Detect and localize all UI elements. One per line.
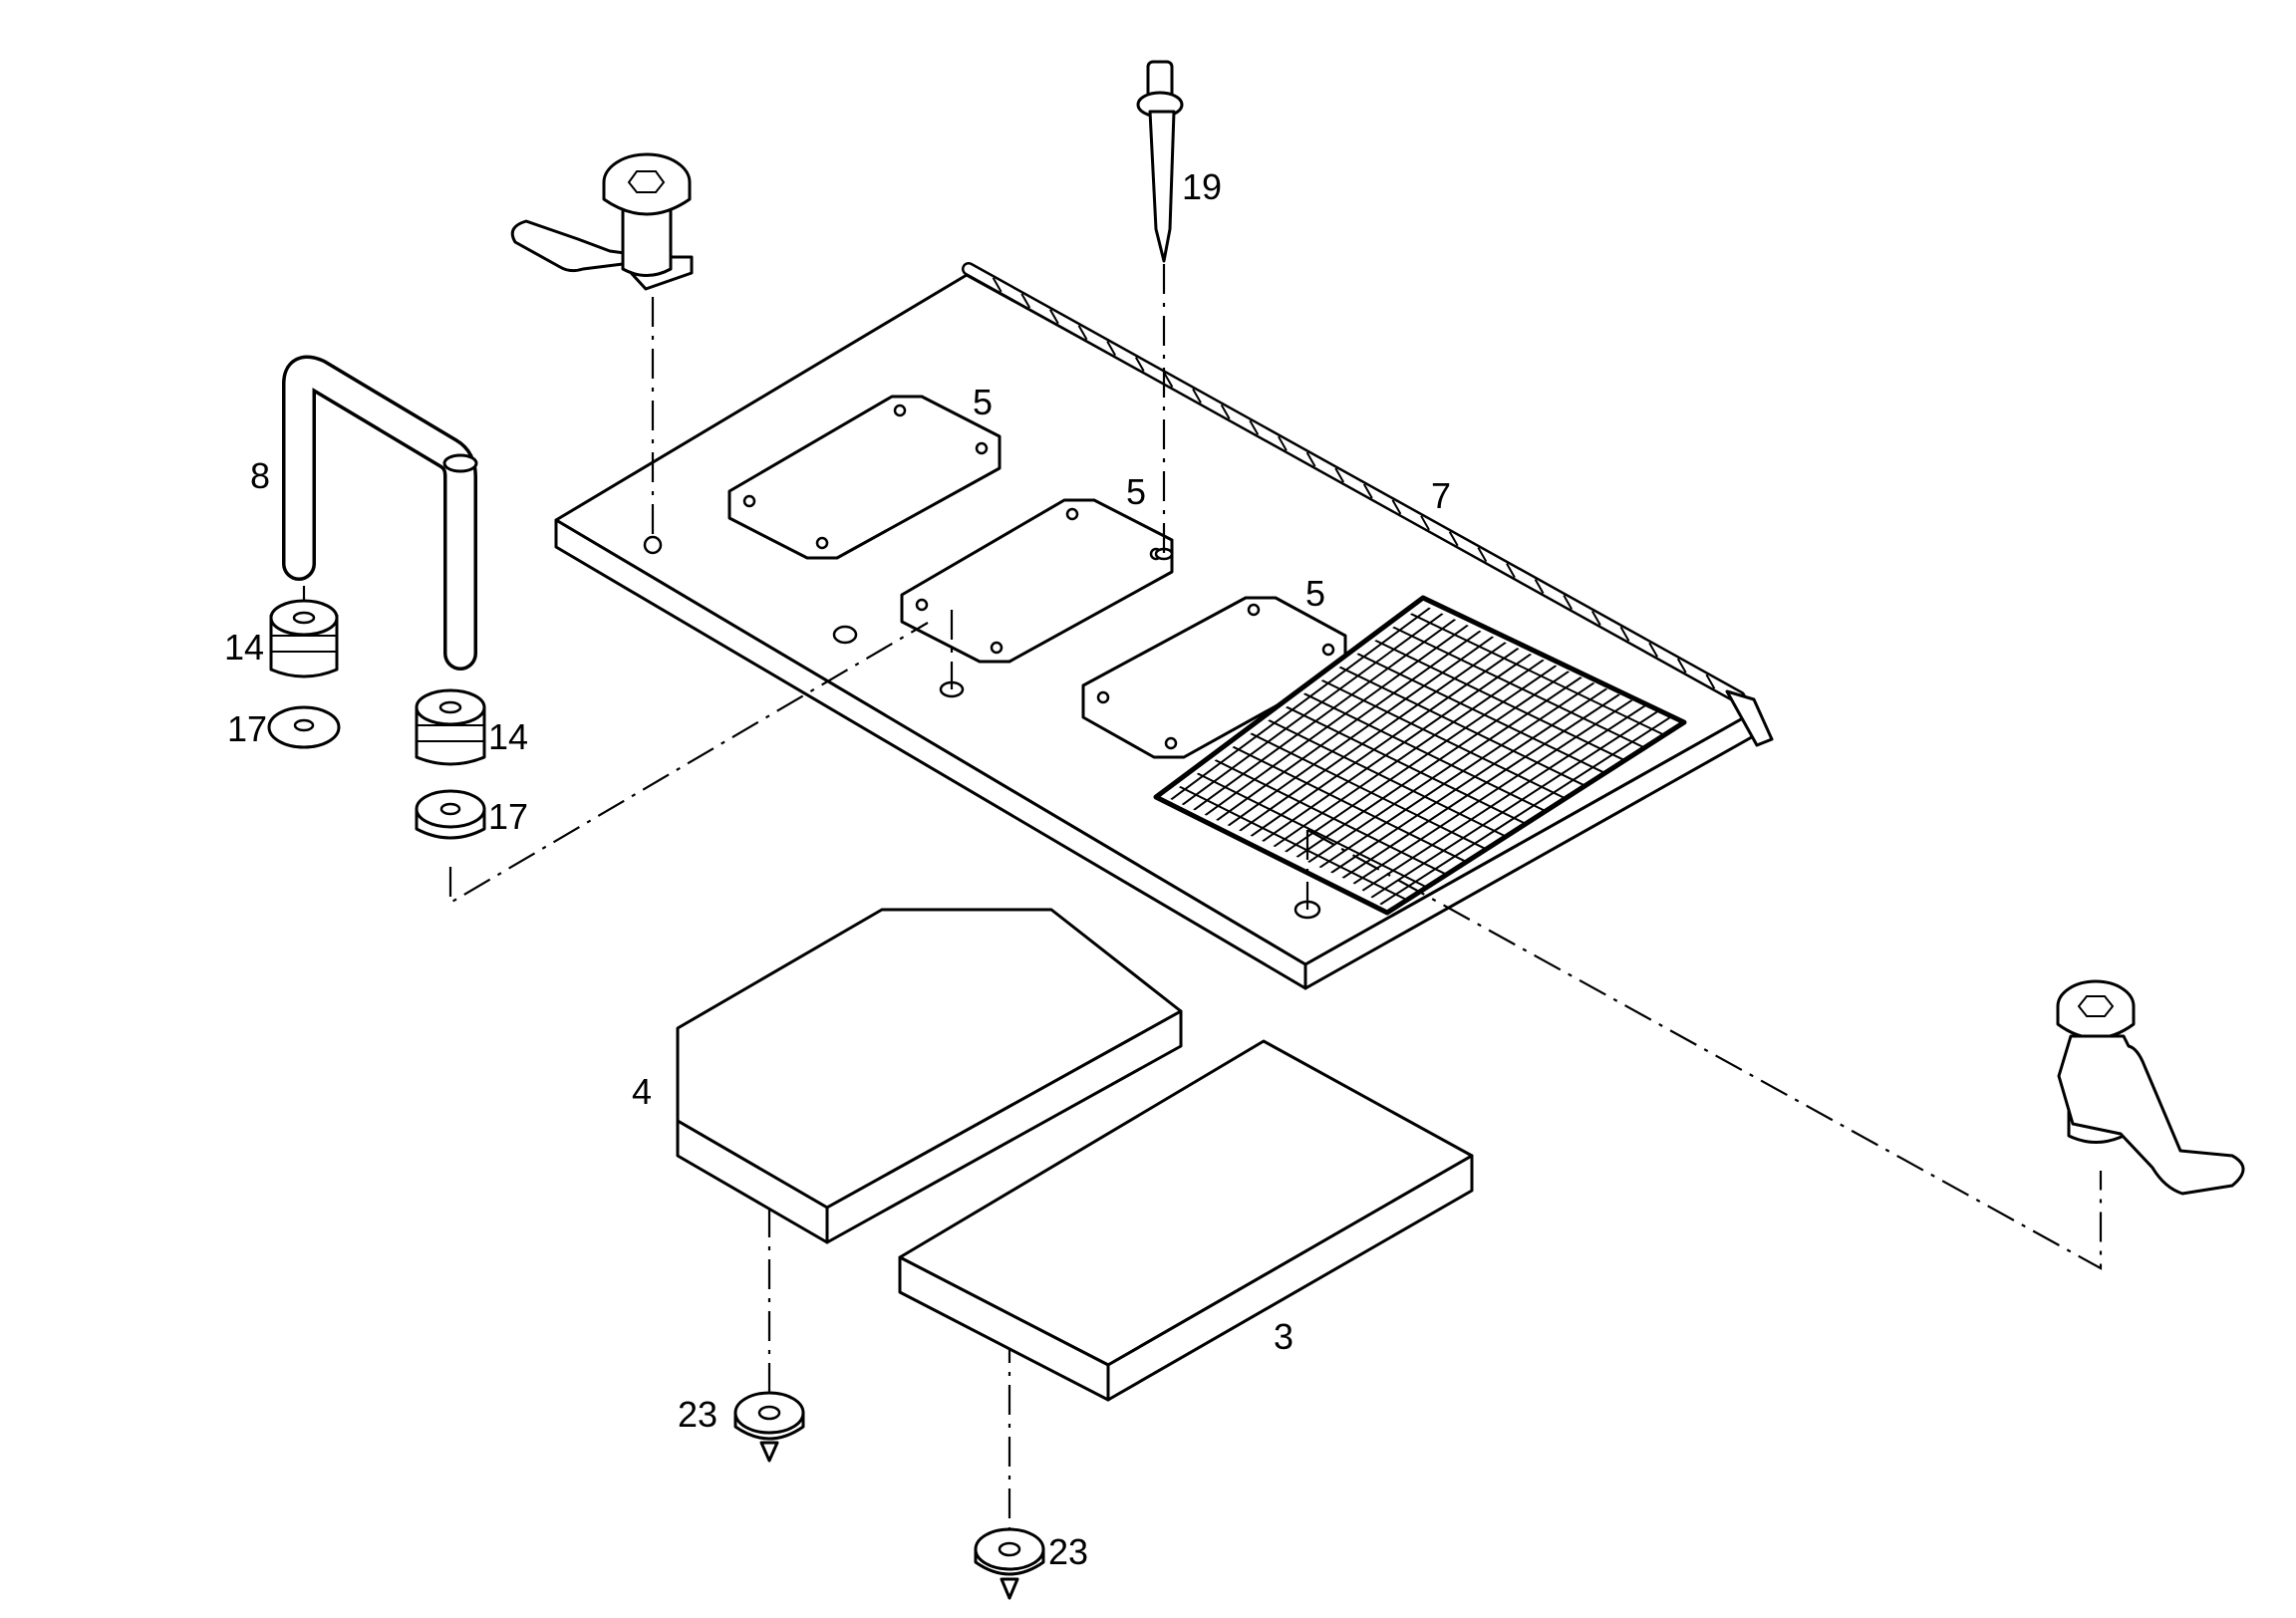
grid-line [1232,638,1511,837]
latch-bottom [2056,979,2245,1196]
grid-line [1386,623,1645,749]
hinge-knuckle [1534,579,1545,595]
callout-7: 7 [1431,475,1451,516]
hinge-knuckle [1163,372,1174,388]
grid-line [1353,703,1648,898]
hinge-knuckle [1134,357,1145,373]
hinge-knuckle [1020,293,1031,309]
callout-5-top: 5 [973,382,993,422]
grid-line [1244,729,1487,851]
grid-line [1368,637,1625,762]
grid-line [1243,644,1524,843]
callout-19: 19 [1182,166,1222,207]
grid-line [1297,689,1547,813]
callout-17-right: 17 [488,796,528,837]
grid-mesh [1153,595,1687,916]
spring-stack-left [267,599,341,749]
base-plate [554,273,1759,990]
grid-line [1364,709,1660,903]
grid-line [1188,615,1462,815]
callout-17-left: 17 [227,708,267,749]
grid-line [1227,742,1467,863]
grid-line [1298,674,1585,870]
hinge-knuckle [1590,610,1601,626]
grid-line [1375,715,1673,909]
handle [282,355,478,671]
grid-line [1280,702,1527,825]
grid-line [1177,609,1449,809]
grid-line [1265,656,1549,854]
grid-line [1404,610,1665,736]
grid-line [1262,716,1507,838]
grid-line [1288,668,1574,865]
hinge-knuckle [992,277,1003,293]
foot-right [974,1527,1045,1600]
callout-5-middle: 5 [1126,471,1146,512]
cover-plate-1 [727,395,1002,560]
grid-line [1191,769,1428,889]
hinge-knuckle [1220,404,1231,419]
grid-line [1320,685,1610,881]
grid-line [1254,650,1536,848]
callout-8: 8 [250,455,270,496]
grid-line [1173,782,1408,902]
hinge-knuckle [1362,483,1373,499]
grid-line [1210,626,1486,826]
hinge-knuckle [1391,499,1402,515]
grid-line [1351,650,1605,774]
hinge-knuckle [1705,674,1716,689]
grid-line [1309,679,1598,876]
callout-4: 4 [632,1071,652,1112]
grid-line [1315,676,1567,800]
grid-line [1209,756,1448,876]
callout-23-left: 23 [678,1394,718,1435]
callout-14-right: 14 [488,716,528,757]
hinge-knuckle [1648,642,1658,658]
grid-line [1342,697,1635,892]
grid-line [1331,691,1623,887]
hinge-knuckle [1563,594,1574,610]
grid-line [1276,662,1561,859]
hinge-knuckle [1506,563,1516,579]
callout-23-right: 23 [1048,1531,1088,1572]
latch-top [510,152,694,291]
hinge-knuckle [1420,515,1430,531]
hinge-knuckle [1049,309,1059,325]
hinge-knuckle [1106,341,1117,357]
hinge-knuckle [1305,451,1316,467]
grid-line [1221,632,1499,831]
callout-3: 3 [1274,1316,1293,1357]
assembly-lines [302,264,2103,1529]
grid-line [1166,605,1437,804]
grid-line [1333,663,1586,787]
hinge-knuckle [1077,325,1088,341]
hinge-knuckle [1334,467,1345,483]
hinge-knuckle [1448,531,1459,547]
callout-5-right: 5 [1305,573,1325,614]
hinge-knuckle [1619,626,1630,642]
grid-line [1199,620,1474,820]
hinge-knuckle [1676,658,1687,674]
callout-labels: 19 5 5 5 7 8 14 17 14 17 4 3 23 23 [224,166,1451,1572]
spring-stack-right [415,688,486,840]
hinge [962,262,1774,747]
hinge-knuckle [1477,547,1488,563]
hinge-knuckle [1278,435,1288,451]
pad-large [676,908,1183,1244]
hinge-knuckle [1249,419,1260,435]
foot-left [733,1391,805,1463]
callout-14-left: 14 [224,627,264,668]
hinge-knuckle [1192,388,1202,404]
pin [1136,60,1184,263]
pad-small [898,1039,1474,1402]
